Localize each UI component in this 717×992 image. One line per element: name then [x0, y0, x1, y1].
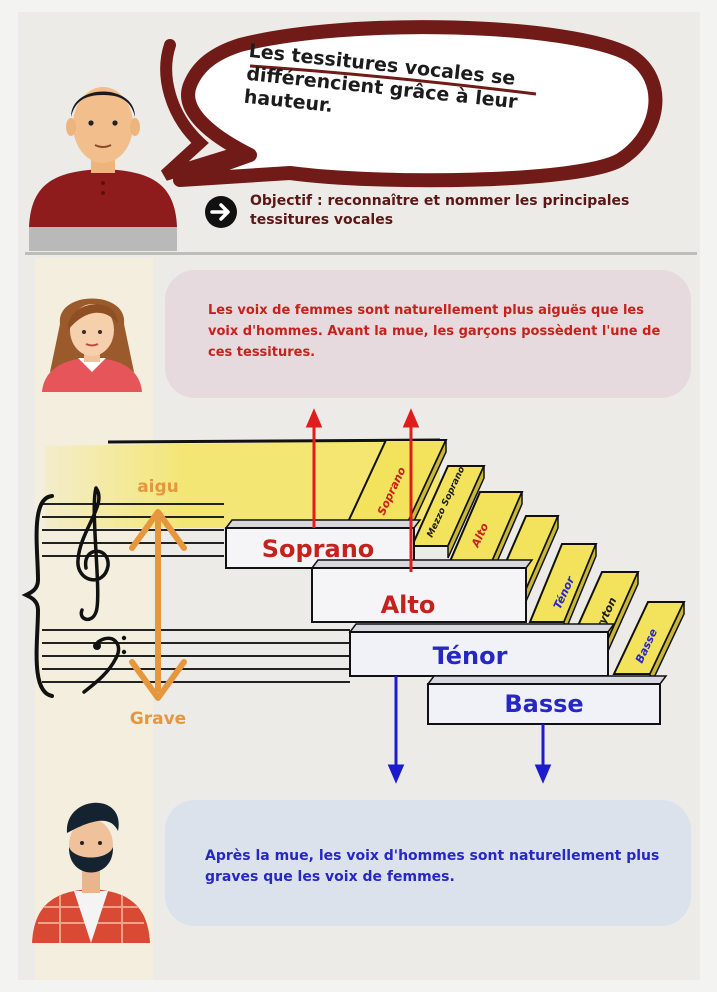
speech-bubble — [160, 20, 663, 188]
man-avatar — [29, 87, 177, 251]
men-panel-text: Après la mue, les voix d'hommes sont nat… — [205, 848, 660, 885]
range-double-arrow — [129, 509, 187, 701]
low-label: Grave — [130, 709, 186, 729]
section-divider — [25, 252, 697, 255]
grand-staff-brace — [21, 494, 54, 698]
bass-clef-icon — [82, 636, 121, 694]
stair-step-5: Ténor — [528, 543, 598, 635]
stair-step-3: Alto — [446, 491, 524, 579]
bearded-man-avatar — [32, 802, 150, 943]
woman-avatar — [42, 298, 142, 392]
voice-box-soprano: Soprano — [224, 519, 422, 569]
women-panel — [165, 270, 691, 398]
title-underline — [249, 64, 537, 96]
objective-text: Objectif : reconnaître et nommer les pri… — [250, 193, 630, 228]
vocal-range-diagram: aigu Grave Soprano Mezzo Soprano Alto — [21, 408, 686, 784]
voice-label-soprano: Soprano — [262, 535, 375, 563]
women-panel-text: Les voix de femmes sont naturellement pl… — [208, 303, 661, 360]
treble-clef-icon — [76, 486, 110, 622]
stair-step-1: Soprano — [346, 439, 448, 535]
voice-box-basse: Basse — [426, 675, 668, 725]
treble-highlight — [45, 440, 440, 528]
men-arrows — [387, 676, 552, 784]
voice-label-tenor: Ténor — [433, 642, 508, 670]
high-label: aigu — [137, 477, 179, 497]
voice-label-alto: Alto — [381, 591, 436, 619]
arrow-right-circle-icon — [205, 196, 237, 228]
stair-step-2: Mezzo Soprano — [410, 465, 486, 559]
voice-box-alto: Alto — [310, 559, 534, 623]
men-panel — [165, 800, 691, 926]
voice-box-tenor: Ténor — [348, 623, 616, 677]
voice-label-basse: Basse — [504, 690, 583, 718]
women-arrows — [305, 408, 420, 572]
bass-staff — [42, 629, 350, 683]
stair-step-7: Basse — [612, 601, 686, 687]
